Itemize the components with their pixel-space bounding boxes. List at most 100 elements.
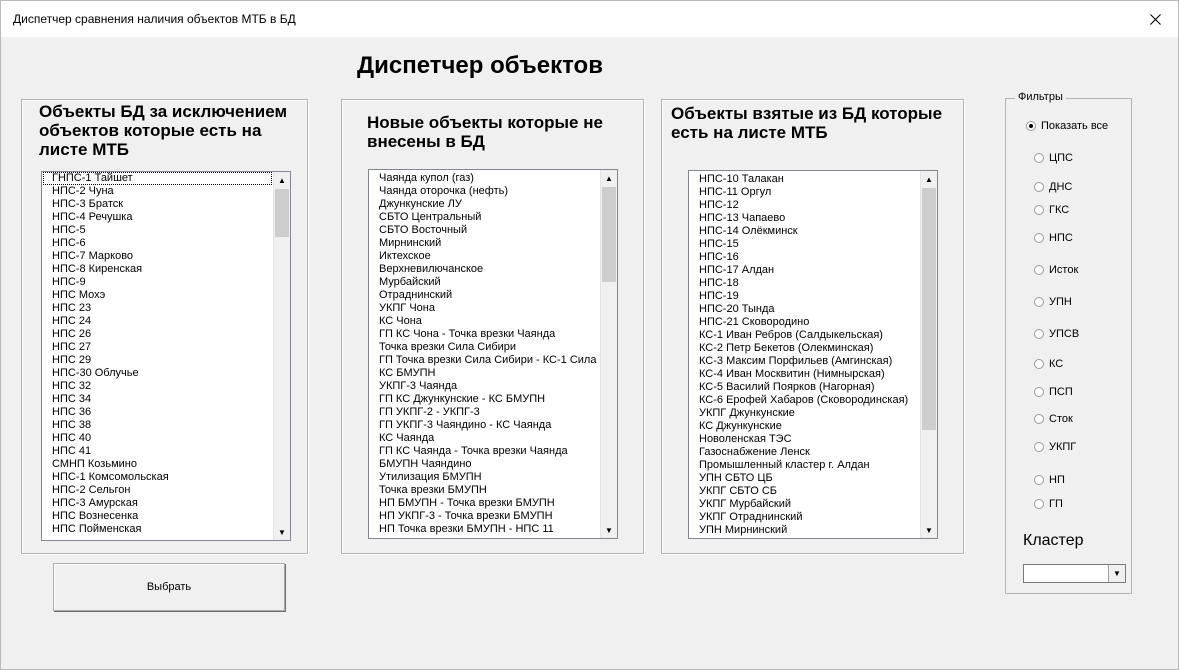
list-item[interactable]: Иктехское (379, 250, 431, 262)
list-item[interactable]: Отраднинский (379, 289, 453, 301)
scroll-thumb[interactable] (922, 188, 936, 430)
list-item[interactable]: Джункунские ЛУ (379, 198, 462, 210)
list-item[interactable]: НПС-30 Облучье (52, 367, 139, 379)
list-item[interactable]: Точка врезки Сила Сибири (379, 341, 517, 353)
list-item[interactable]: ГП УКПГ-2 - УКПГ-3 (379, 406, 480, 418)
list-item[interactable]: НПС 34 (52, 393, 92, 405)
list-item[interactable]: КС-5 Василий Поярков (Нагорная) (699, 381, 875, 393)
cluster-combobox[interactable]: ▼ (1023, 564, 1126, 583)
list-item[interactable]: НПС-2 Чуна (52, 185, 114, 197)
list-item[interactable]: НПС 36 (52, 406, 92, 418)
scroll-down-button[interactable]: ▼ (921, 522, 937, 538)
list-item[interactable]: НПС Пойменская (52, 523, 142, 535)
list-item[interactable]: НПС-4 Речушка (52, 211, 133, 223)
filter-radio[interactable]: Показать все (1026, 120, 1108, 132)
scroll-thumb[interactable] (602, 187, 616, 282)
scroll-thumb[interactable] (275, 189, 289, 237)
list-item[interactable]: НПС 41 (52, 445, 92, 457)
list-item[interactable]: СБТО Центральный (379, 211, 482, 223)
list-item[interactable]: Чаянда оторочка (нефть) (379, 185, 509, 197)
filter-radio[interactable]: УПН (1034, 296, 1072, 308)
filter-radio[interactable]: ДНС (1034, 181, 1072, 193)
list-item[interactable]: НПС-5 (52, 224, 86, 236)
list-item[interactable]: УПН СБТО ЦБ (699, 472, 773, 484)
list-item[interactable]: КС БМУПН (379, 367, 436, 379)
filter-radio[interactable]: НП (1034, 474, 1065, 486)
new-objects-listbox[interactable]: Чаянда купол (газ)Чаянда оторочка (нефть… (368, 169, 618, 539)
scroll-up-button[interactable]: ▲ (921, 171, 937, 187)
list-item[interactable]: КС Джункунские (699, 420, 782, 432)
filter-radio[interactable]: Исток (1034, 264, 1078, 276)
list-item[interactable]: БМУПН Чаяндино (379, 458, 472, 470)
filter-radio[interactable]: УПСВ (1034, 328, 1079, 340)
close-button[interactable] (1132, 1, 1178, 37)
list-item[interactable]: НПС-18 (699, 277, 739, 289)
scroll-down-button[interactable]: ▼ (601, 522, 617, 538)
list-item[interactable]: НПС-2 Сельгон (52, 484, 131, 496)
list-item[interactable]: Точка врезки БМУПН (379, 484, 487, 496)
list-item[interactable]: КС Чаянда (379, 432, 435, 444)
filter-radio[interactable]: ПСП (1034, 386, 1073, 398)
list-item[interactable]: УКПГ Мурбайский (699, 498, 792, 510)
list-item[interactable]: НПС-9 (52, 276, 86, 288)
list-item[interactable]: КС-4 Иван Москвитин (Нимнырская) (699, 368, 885, 380)
list-item[interactable]: КС-6 Ерофей Хабаров (Сковородинская) (699, 394, 909, 406)
list-item[interactable]: НП УКПГ-3 - Точка врезки БМУПН (379, 510, 553, 522)
filter-radio[interactable]: ГКС (1034, 204, 1069, 216)
scroll-up-button[interactable]: ▲ (601, 170, 617, 186)
list-item[interactable]: НПС-17 Алдан (699, 264, 775, 276)
list-item[interactable]: НПС-10 Талакан (699, 173, 784, 185)
list-item[interactable]: НПС 29 (52, 354, 92, 366)
list-item[interactable]: НПС-15 (699, 238, 739, 250)
list-item[interactable]: Мирнинский (379, 237, 442, 249)
filter-radio[interactable]: НПС (1034, 232, 1073, 244)
list-item[interactable]: КС-2 Петр Бекетов (Олекминская) (699, 342, 874, 354)
select-button[interactable]: Выбрать (53, 563, 285, 611)
list-item[interactable]: НПС-21 Сковородино (699, 316, 810, 328)
list-item[interactable]: Верхневилючанское (379, 263, 484, 275)
list-item[interactable]: НПС-3 Братск (52, 198, 124, 210)
list-item[interactable]: КС-1 Иван Ребров (Салдыкельская) (699, 329, 883, 341)
list-item[interactable]: УКПГ Отраднинский (699, 511, 803, 523)
list-item[interactable]: ГП Точка врезки Сила Сибири - КС-1 Сила … (379, 354, 600, 366)
filter-radio[interactable]: Сток (1034, 413, 1073, 425)
scroll-down-button[interactable]: ▼ (274, 524, 290, 540)
list-item[interactable]: НПС 32 (52, 380, 92, 392)
list-item[interactable]: СБТО Восточный (379, 224, 468, 236)
list-item[interactable]: НПС-6 (52, 237, 86, 249)
list-item[interactable]: Мурбайский (379, 276, 441, 288)
list-item[interactable]: ГНПС-1 Тайшет (43, 172, 272, 185)
list-item[interactable]: КС Чона (379, 315, 422, 327)
list-item[interactable]: НПС-11 Оргул (699, 186, 772, 198)
list-item[interactable]: НПС 23 (52, 302, 92, 314)
list-item[interactable]: НПС-1 Комсомольская (52, 471, 169, 483)
list-item[interactable]: УПН Мирнинский (699, 524, 788, 536)
list-item[interactable]: НП Точка врезки БМУПН - НПС 11 (379, 523, 554, 535)
list-item[interactable]: НПС-19 (699, 290, 739, 302)
list-item[interactable]: Новоленская ТЭС (699, 433, 792, 445)
new-objects-scrollbar[interactable]: ▲ ▼ (600, 170, 617, 538)
mtb-objects-scrollbar[interactable]: ▲ ▼ (920, 171, 937, 538)
list-item[interactable]: СМНП Козьмино (52, 458, 137, 470)
list-item[interactable]: НПС 40 (52, 432, 92, 444)
scroll-up-button[interactable]: ▲ (274, 172, 290, 188)
list-item[interactable]: КС-3 Максим Порфильев (Амгинская) (699, 355, 893, 367)
list-item[interactable]: НПС-3 Амурская (52, 497, 138, 509)
list-item[interactable]: Чаянда купол (газ) (379, 172, 474, 184)
list-item[interactable]: НПС 27 (52, 341, 92, 353)
list-item[interactable]: НПС 38 (52, 419, 92, 431)
list-item[interactable]: НПС-13 Чапаево (699, 212, 786, 224)
list-item[interactable]: УКПГ СБТО СБ (699, 485, 777, 497)
filter-radio[interactable]: КС (1034, 358, 1063, 370)
list-item[interactable]: НПС-7 Марково (52, 250, 134, 262)
list-item[interactable]: НПС-20 Тында (699, 303, 775, 315)
list-item[interactable]: НПС Мохэ (52, 289, 106, 301)
list-item[interactable]: УКПГ Джункунские (699, 407, 795, 419)
list-item[interactable]: Утилизация БМУПН (379, 471, 482, 483)
list-item[interactable]: УКПГ Чона (379, 302, 435, 314)
db-objects-scrollbar[interactable]: ▲ ▼ (273, 172, 290, 540)
cluster-dropdown-button[interactable]: ▼ (1108, 565, 1125, 582)
list-item[interactable]: Газоснабжение Ленск (699, 446, 810, 458)
